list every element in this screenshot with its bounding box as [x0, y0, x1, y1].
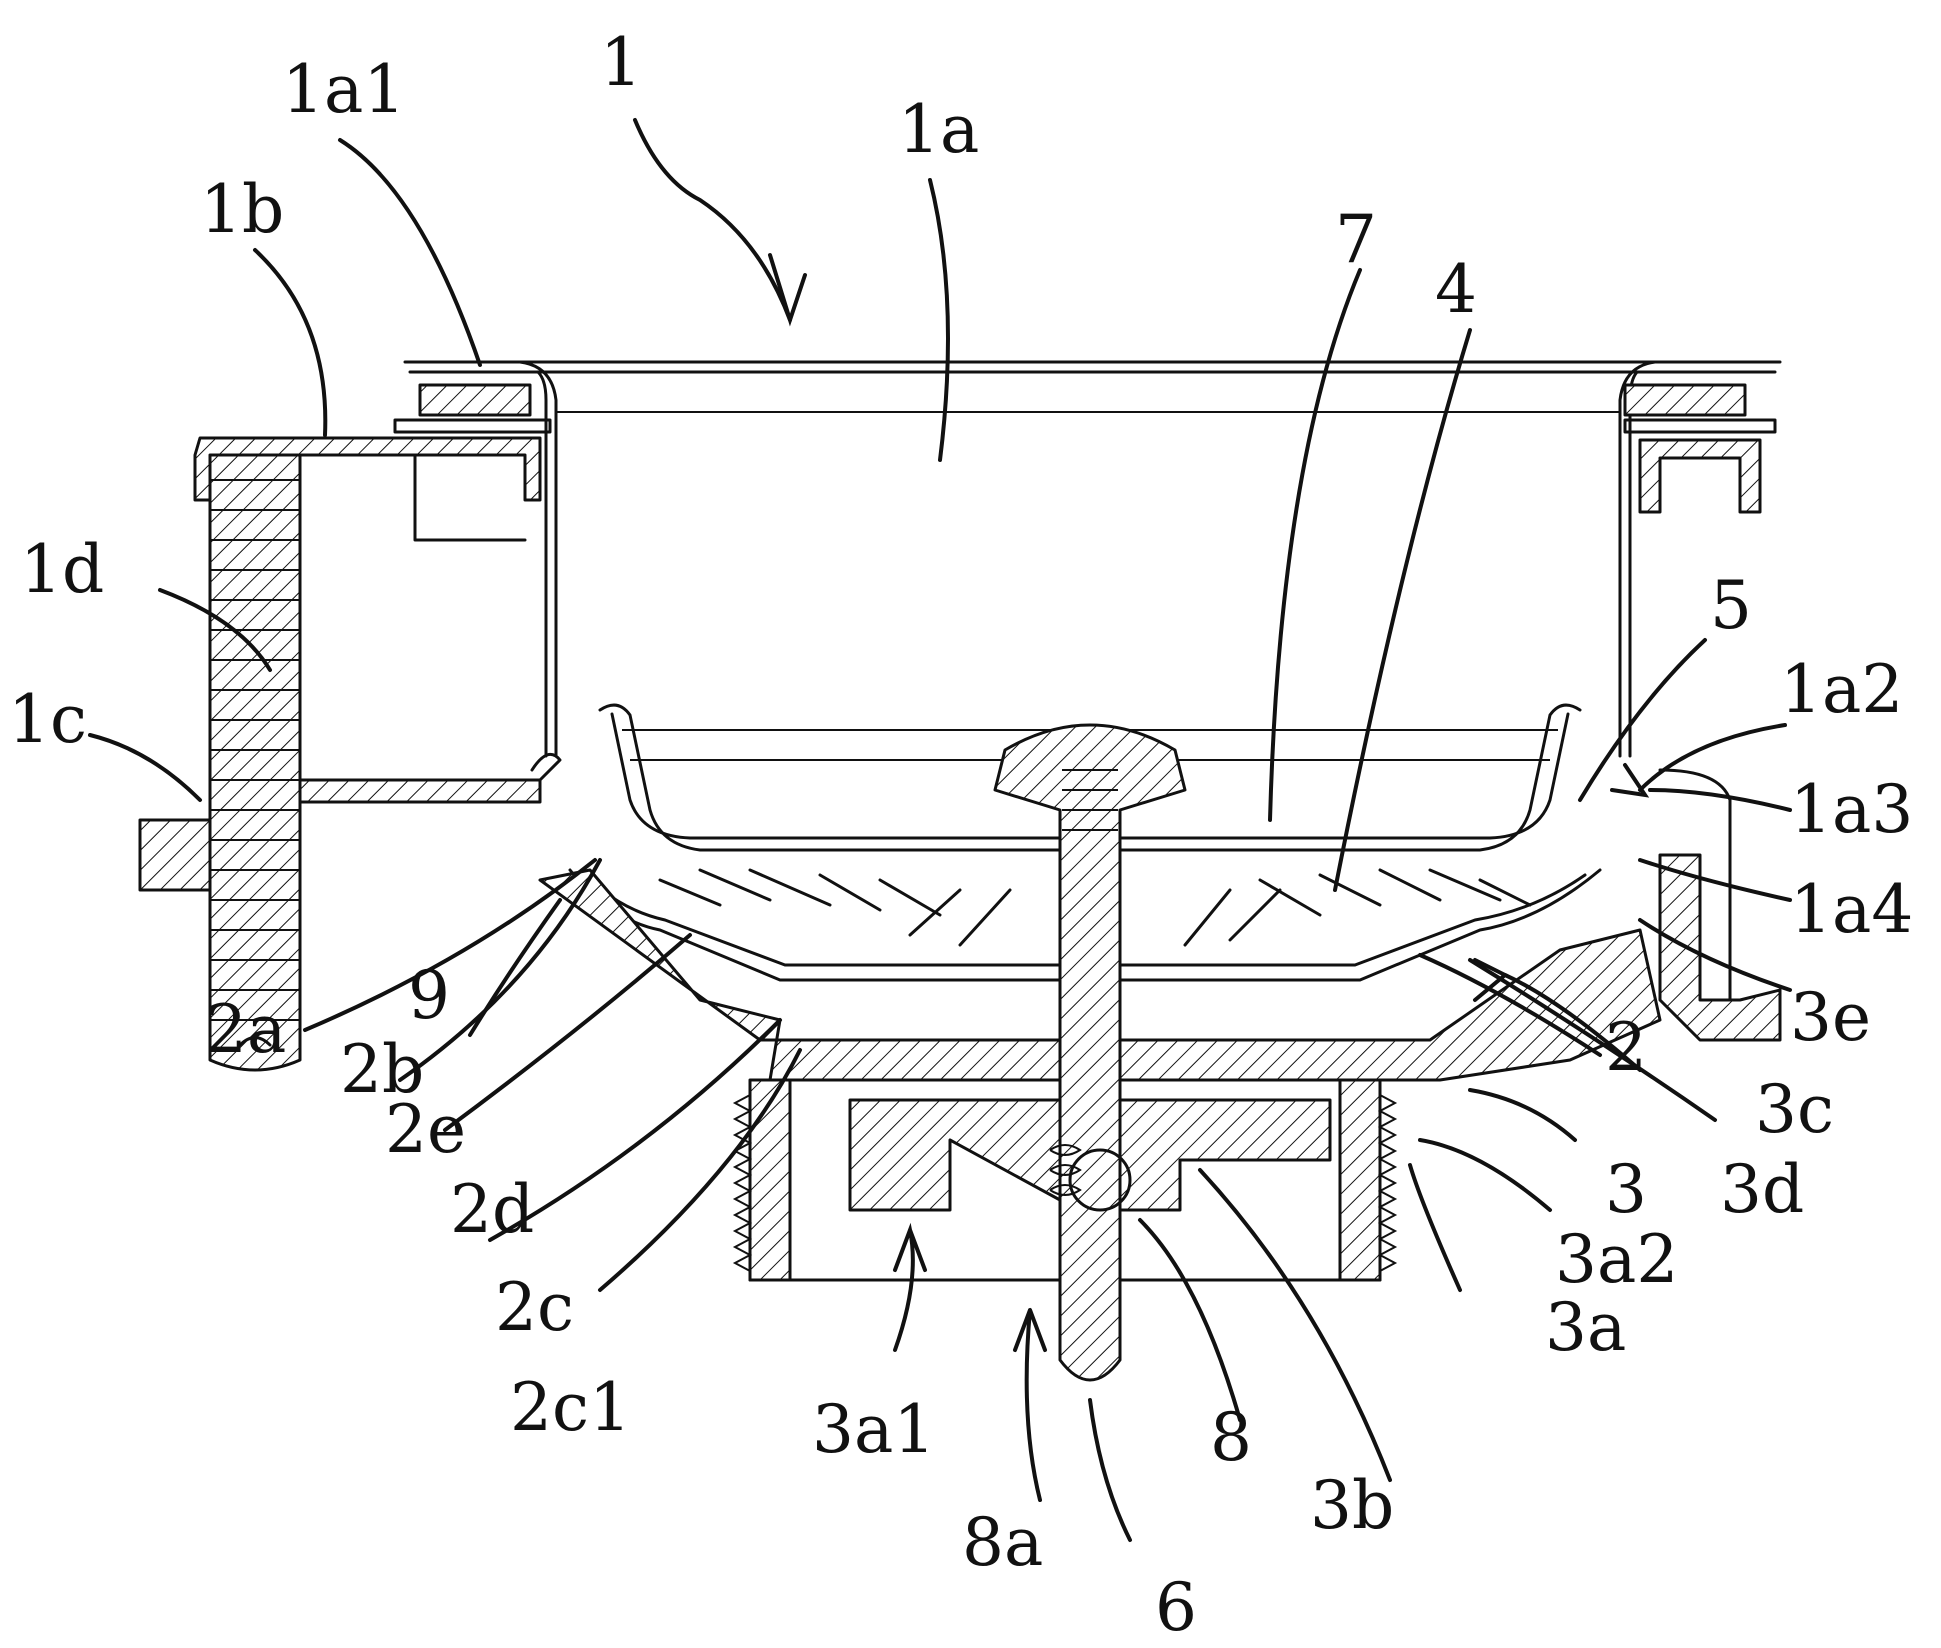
- label-3a2: 3a2: [1555, 1221, 1678, 1298]
- label-4: 4: [1435, 251, 1477, 328]
- label-1b: 1b: [200, 171, 284, 248]
- label-2b: 2b: [340, 1031, 424, 1108]
- leader-lines: [88, 118, 1792, 1542]
- label-3: 3: [1605, 1151, 1647, 1228]
- label-2e: 2e: [385, 1091, 466, 1168]
- label-3c: 3c: [1755, 1071, 1834, 1148]
- label-1a4: 1a4: [1790, 871, 1913, 948]
- label-1a3: 1a3: [1790, 771, 1913, 848]
- sink-body-part: [393, 360, 1782, 758]
- label-1a2: 1a2: [1780, 651, 1903, 728]
- label-1: 1: [600, 24, 642, 101]
- label-3d: 3d: [1720, 1151, 1804, 1228]
- label-2: 2: [1605, 1009, 1647, 1086]
- basket-slots: [658, 868, 1532, 947]
- label-1d: 1d: [20, 531, 104, 608]
- adjusting-screw-part: [208, 453, 302, 1072]
- label-1c: 1c: [8, 681, 87, 758]
- label-9: 9: [408, 957, 450, 1034]
- label-1a: 1a: [898, 91, 979, 168]
- label-3a: 3a: [1545, 1289, 1626, 1366]
- label-3b: 3b: [1310, 1467, 1394, 1544]
- label-8: 8: [1210, 1399, 1252, 1476]
- flange-housing-left: [138, 436, 562, 892]
- label-2a: 2a: [205, 991, 286, 1068]
- label-2d: 2d: [450, 1171, 534, 1248]
- label-1a1: 1a1: [282, 51, 405, 128]
- center-knob-and-shaft-part: [993, 723, 1187, 1382]
- flange-housing-right: [1638, 438, 1782, 1042]
- label-8a: 8a: [962, 1504, 1043, 1581]
- drain-fitting-body-part: [538, 868, 1662, 1282]
- label-3e: 3e: [1790, 979, 1871, 1056]
- label-3a1: 3a1: [812, 1391, 935, 1468]
- reference-labels: 1 1a1 1a 1b 7 4 1d 5 1a2 1c 1a3 1a4 2a 9…: [8, 24, 1913, 1646]
- label-5: 5: [1710, 567, 1752, 644]
- label-7: 7: [1335, 201, 1377, 278]
- label-2c: 2c: [495, 1269, 574, 1346]
- label-2c1: 2c1: [510, 1369, 631, 1446]
- label-6: 6: [1155, 1569, 1197, 1646]
